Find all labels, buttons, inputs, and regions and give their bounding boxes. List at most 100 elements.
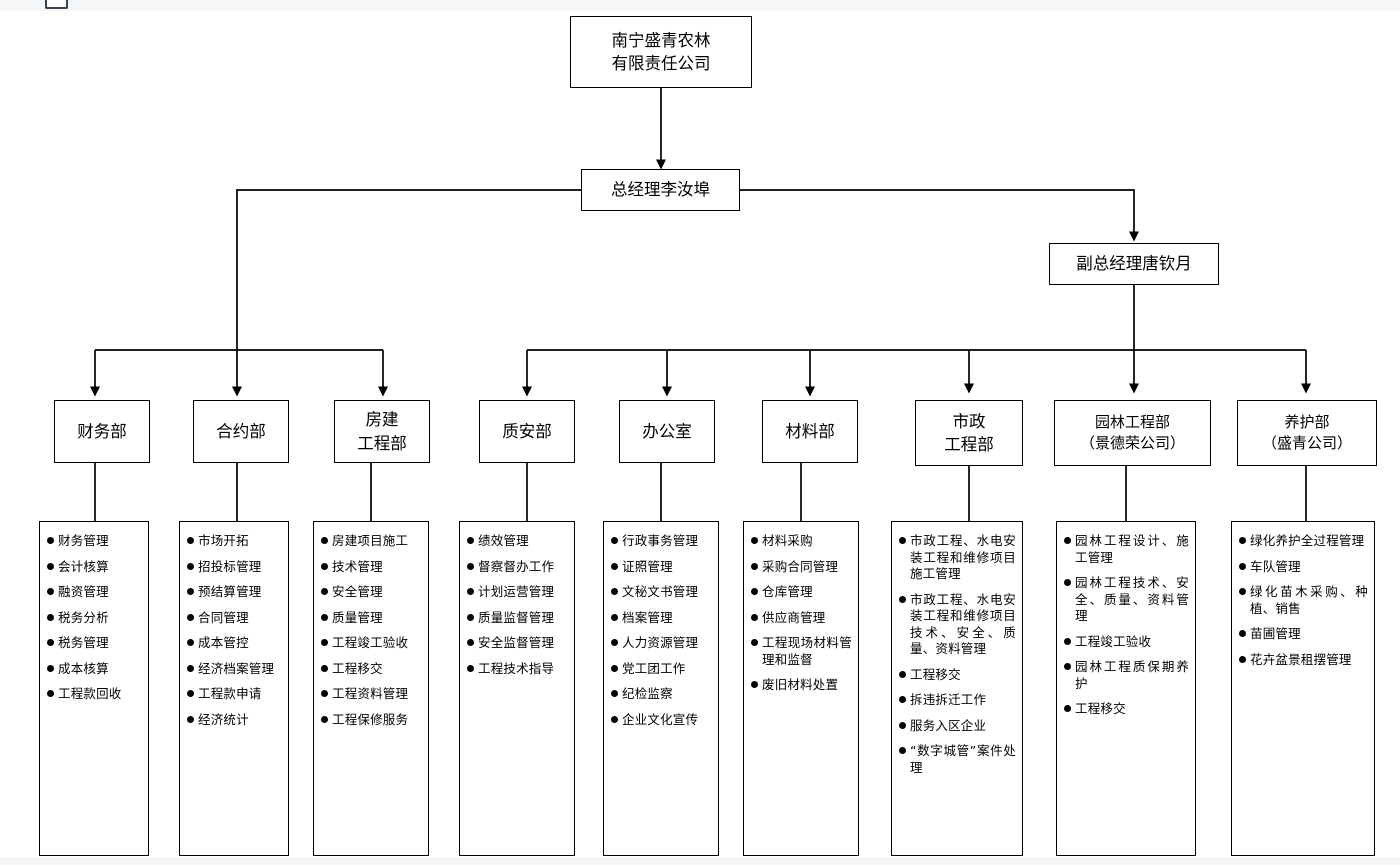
duty-item: 市场开拓 xyxy=(187,533,282,550)
browser-tab-stub[interactable] xyxy=(45,0,68,9)
bullet-icon xyxy=(47,690,54,697)
bullet-icon xyxy=(1064,705,1071,712)
duty-item: 工程款申请 xyxy=(187,686,282,703)
duty-item: 苗圃管理 xyxy=(1239,626,1368,643)
duty-item: 市政工程、水电安装工程和维修项目施工管理 xyxy=(899,533,1016,583)
duty-item: 合同管理 xyxy=(187,610,282,627)
duty-item: 行政事务管理 xyxy=(611,533,712,550)
bullet-icon xyxy=(1239,588,1246,595)
dept-box-maintenance-label: 养护部 （盛青公司） xyxy=(1261,412,1352,452)
duty-item: 质量管理 xyxy=(321,610,422,627)
bullet-icon xyxy=(1064,663,1071,670)
vice-general-manager-box[interactable]: 副总经理唐钦月 xyxy=(1049,243,1219,285)
company-box-label: 南宁盛青农林 有限责任公司 xyxy=(611,30,711,73)
dept-box-landscape-engineering-label: 园林工程部 （景德荣公司） xyxy=(1079,412,1185,452)
vice-general-manager-label: 副总经理唐钦月 xyxy=(1076,254,1192,274)
duty-item: 材料采购 xyxy=(751,533,852,550)
dept-box-office-label: 办公室 xyxy=(642,421,692,441)
dept-box-materials[interactable]: 材料部 xyxy=(762,400,858,463)
bullet-icon xyxy=(321,537,328,544)
duty-item: 工程竣工验收 xyxy=(321,635,422,652)
bullet-icon xyxy=(751,639,758,646)
dept-box-building-engineering-label: 房建 工程部 xyxy=(357,410,407,453)
bullet-icon xyxy=(187,639,194,646)
duty-item: 工程移交 xyxy=(899,667,1016,684)
dept-box-building-engineering[interactable]: 房建 工程部 xyxy=(334,400,430,463)
bullet-icon xyxy=(321,690,328,697)
dept-box-finance-label: 财务部 xyxy=(77,421,127,441)
dept-box-municipal-engineering[interactable]: 市政 工程部 xyxy=(915,400,1023,466)
bullet-icon xyxy=(899,670,906,678)
duty-item: 工程移交 xyxy=(321,661,422,678)
bullet-icon xyxy=(187,562,194,570)
duty-item: 拆违拆迁工作 xyxy=(899,692,1016,709)
dept-box-landscape-engineering[interactable]: 园林工程部 （景德荣公司） xyxy=(1054,400,1211,466)
duty-item: 成本核算 xyxy=(47,661,142,678)
bullet-icon xyxy=(321,562,328,570)
dept-box-contract[interactable]: 合约部 xyxy=(193,400,289,463)
bullet-icon xyxy=(611,588,618,595)
bullet-icon xyxy=(47,664,54,672)
duty-item: 绿化苗木采购、种植、销售 xyxy=(1239,584,1368,617)
company-box[interactable]: 南宁盛青农林 有限责任公司 xyxy=(570,16,752,88)
duty-box-landscape-engineering: 园林工程设计、施工管理 园林工程技术、安全、质量、资料管理 工程竣工验收 园林工… xyxy=(1056,521,1196,856)
bullet-icon xyxy=(321,588,328,595)
bullet-icon xyxy=(321,613,328,621)
duty-item: 工程移交 xyxy=(1064,701,1189,718)
bullet-icon xyxy=(611,690,618,697)
duty-box-materials: 材料采购 采购合同管理 仓库管理 供应商管理 工程现场材料管理和监督 废旧材料处… xyxy=(743,521,859,856)
bullet-icon xyxy=(1239,562,1246,570)
dept-box-quality-safety-label: 质安部 xyxy=(502,421,552,441)
duty-list-landscape-engineering: 园林工程设计、施工管理 园林工程技术、安全、质量、资料管理 工程竣工验收 园林工… xyxy=(1064,533,1189,718)
bullet-icon xyxy=(1064,537,1071,544)
duty-item: 经济统计 xyxy=(187,712,282,729)
bullet-icon xyxy=(47,537,54,544)
duty-item: 会计核算 xyxy=(47,559,142,576)
bullet-icon xyxy=(187,664,194,672)
duty-item: 服务入区企业 xyxy=(899,718,1016,735)
duty-box-office: 行政事务管理 证照管理 文秘文书管理 档案管理 人力资源管理 党工团工作 纪检监… xyxy=(603,521,719,856)
bullet-icon xyxy=(611,639,618,646)
duty-item: 工程款回收 xyxy=(47,686,142,703)
bullet-icon xyxy=(751,537,758,544)
duty-box-maintenance: 绿化养护全过程管理 车队管理 绿化苗木采购、种植、销售 苗圃管理 花卉盆景租摆管… xyxy=(1231,521,1375,856)
dept-box-finance[interactable]: 财务部 xyxy=(54,400,150,463)
duty-item: 工程技术指导 xyxy=(467,661,568,678)
duty-box-finance: 财务管理 会计核算 融资管理 税务分析 税务管理 成本核算 工程款回收 xyxy=(39,521,149,856)
browser-top-strip xyxy=(0,0,1400,11)
bullet-icon xyxy=(47,588,54,595)
duty-list-office: 行政事务管理 证照管理 文秘文书管理 档案管理 人力资源管理 党工团工作 纪检监… xyxy=(611,533,712,728)
bullet-icon xyxy=(47,613,54,621)
duty-item: 仓库管理 xyxy=(751,584,852,601)
bullet-icon xyxy=(321,715,328,723)
bullet-icon xyxy=(1064,637,1071,645)
bullet-icon xyxy=(1239,655,1246,663)
bullet-icon xyxy=(467,613,474,621)
duty-item: 党工团工作 xyxy=(611,661,712,678)
bullet-icon xyxy=(467,664,474,672)
bullet-icon xyxy=(187,613,194,621)
general-manager-box[interactable]: 总经理李汝埠 xyxy=(581,169,740,211)
bullet-icon xyxy=(467,537,474,544)
duty-item: 废旧材料处置 xyxy=(751,677,852,694)
bullet-icon xyxy=(1239,630,1246,637)
duty-item: 计划运营管理 xyxy=(467,584,568,601)
bullet-icon xyxy=(611,562,618,570)
duty-item: 文秘文书管理 xyxy=(611,584,712,601)
duty-item: 人力资源管理 xyxy=(611,635,712,652)
dept-box-office[interactable]: 办公室 xyxy=(619,400,715,463)
duty-item: 成本管控 xyxy=(187,635,282,652)
dept-box-quality-safety[interactable]: 质安部 xyxy=(479,400,575,463)
duty-list-building-engineering: 房建项目施工 技术管理 安全管理 质量管理 工程竣工验收 工程移交 工程资料管理… xyxy=(321,533,422,728)
bullet-icon xyxy=(187,690,194,697)
duty-item: 工程现场材料管理和监督 xyxy=(751,635,852,668)
duty-item: 车队管理 xyxy=(1239,559,1368,576)
dept-box-maintenance[interactable]: 养护部 （盛青公司） xyxy=(1237,400,1377,466)
bullet-icon xyxy=(47,639,54,646)
dept-box-municipal-engineering-label: 市政 工程部 xyxy=(944,411,994,454)
duty-item: 企业文化宣传 xyxy=(611,712,712,729)
duty-item: 经济档案管理 xyxy=(187,661,282,678)
bullet-icon xyxy=(751,588,758,595)
dept-box-materials-label: 材料部 xyxy=(785,421,835,441)
